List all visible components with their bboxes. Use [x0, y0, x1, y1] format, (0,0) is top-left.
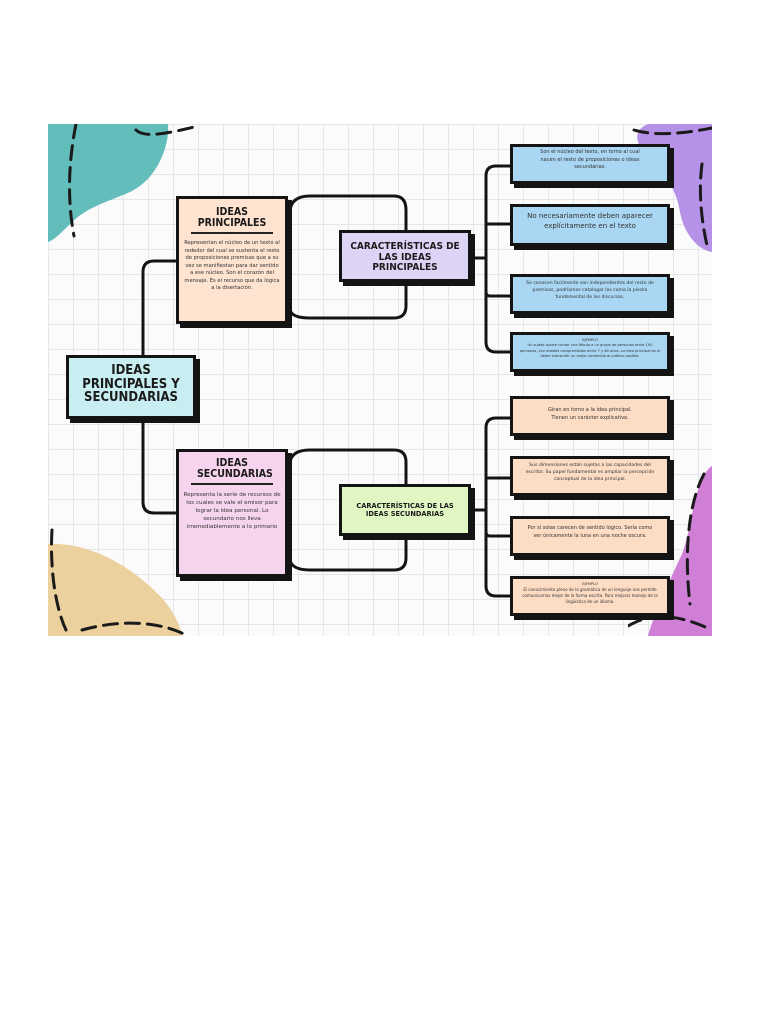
ideas-secundarias-text: Representa la serie de recursos de los c… [183, 491, 281, 532]
secondary-characteristic-3-text: Por sí solas carecen de sentido lógico. … [525, 525, 655, 540]
title-underline [191, 483, 273, 485]
title-underline [191, 232, 273, 234]
secondary-characteristic-example: EJEMPLO El conocimiento pleno de la gram… [510, 576, 670, 616]
ideas-principales-text: Representan el núcleo de un texto al red… [183, 240, 281, 293]
ideas-secundarias-title: IDEAS SECUNDARIAS [197, 458, 267, 480]
principal-characteristic-2: No necesariamente deben aparecer explíci… [510, 204, 670, 246]
ideas-secundarias-node: IDEAS SECUNDARIAS Representa la serie de… [176, 449, 288, 577]
principal-characteristic-3: Se conocen facilmente son independientes… [510, 274, 670, 314]
principal-characteristic-1-text: Son el núcleo del texto, en torno al cua… [533, 149, 647, 172]
mind-map-canvas: IDEAS PRINCIPALES Y SECUNDARIAS IDEAS PR… [48, 124, 712, 636]
caracteristicas-secundarias-node: CARACTERÍSTICAS DE LAS IDEAS SECUNDARIAS [339, 484, 471, 536]
secondary-characteristic-3: Por sí solas carecen de sentido lógico. … [510, 516, 670, 556]
ideas-principales-node: IDEAS PRINCIPALES Representan el núcleo … [176, 196, 288, 324]
caracteristicas-secundarias-title: CARACTERÍSTICAS DE LAS IDEAS SECUNDARIAS [348, 502, 462, 518]
principal-characteristic-2-text: No necesariamente deben aparecer explíci… [527, 211, 653, 231]
secondary-characteristic-1: Giran en torno a la idea principal. Tien… [510, 396, 670, 436]
principal-characteristic-3-text: Se conocen facilmente son independientes… [521, 281, 659, 302]
principal-characteristic-example: EJEMPLO Un sujeto quiere contar una fábu… [510, 332, 670, 372]
root-title: IDEAS PRINCIPALES Y SECUNDARIAS [77, 364, 185, 405]
ideas-principales-title: IDEAS PRINCIPALES [183, 207, 281, 229]
caracteristicas-principales-title: CARACTERÍSTICAS DE LAS IDEAS PRINCIPALES [348, 242, 462, 274]
principal-characteristic-1: Son el núcleo del texto, en torno al cua… [510, 144, 670, 184]
root-node: IDEAS PRINCIPALES Y SECUNDARIAS [66, 355, 196, 419]
secondary-characteristic-2-text: Sus dimensiones están sujetas a las capa… [521, 463, 659, 484]
principal-example-text: Un sujeto quiere contar una fábula a un … [519, 343, 661, 359]
secondary-characteristic-1-text: Giran en torno a la idea principal. Tien… [543, 407, 637, 422]
caracteristicas-principales-node: CARACTERÍSTICAS DE LAS IDEAS PRINCIPALES [339, 230, 471, 282]
secondary-example-text: El conocimiento pleno de la gramática de… [519, 587, 661, 605]
secondary-characteristic-2: Sus dimensiones están sujetas a las capa… [510, 456, 670, 496]
